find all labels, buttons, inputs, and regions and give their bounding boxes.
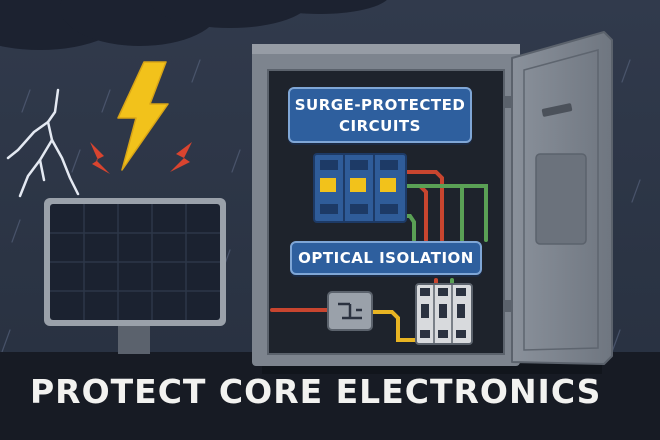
lightning-strike-icon [6,88,80,198]
surge-protected-text: SURGE-PROTECTED CIRCUITS [294,96,466,135]
optocoupler-icon [327,291,373,331]
optical-isolation-text: OPTICAL ISOLATION [298,249,474,267]
circuit-breaker-icon [415,283,473,345]
storm-cloud [0,0,387,50]
lightning-bolt-icon [117,61,169,171]
wiring [270,170,488,342]
door-handle-icon [541,103,573,117]
cabinet-door [504,31,613,365]
surge-breaker-icon [313,153,407,223]
spark-icon [90,142,110,174]
headline: PROTECT CORE ELECTRONICS [30,372,602,411]
optical-isolation-label: OPTICAL ISOLATION [290,241,482,275]
surge-protected-label: SURGE-PROTECTED CIRCUITS [288,87,472,143]
spark-icon [170,142,192,172]
solar-panel-icon [44,198,226,354]
